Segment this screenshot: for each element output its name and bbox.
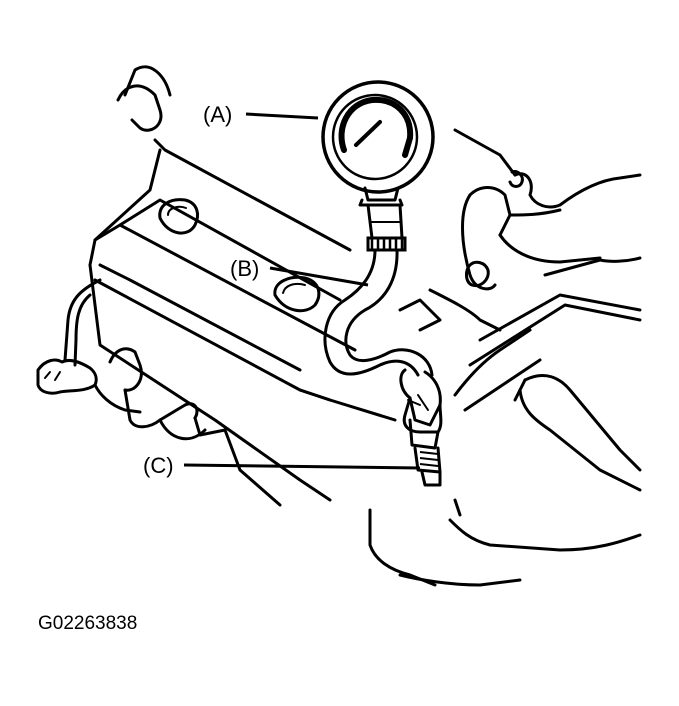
leader-line-c <box>183 463 421 470</box>
gauge-needle <box>354 120 382 147</box>
compression-gauge <box>321 80 435 207</box>
spark-plug-adapter <box>399 368 443 487</box>
label-a: (A) <box>203 102 232 127</box>
engine-outline <box>36 65 642 587</box>
gauge-hose <box>323 248 434 377</box>
figure-id: G02263838 <box>38 613 137 634</box>
label-b: (B) <box>230 256 259 281</box>
leader-line-a <box>245 112 319 120</box>
label-c: (C) <box>143 453 174 478</box>
leader-line-b <box>269 266 369 287</box>
hose-fitting <box>366 203 407 252</box>
